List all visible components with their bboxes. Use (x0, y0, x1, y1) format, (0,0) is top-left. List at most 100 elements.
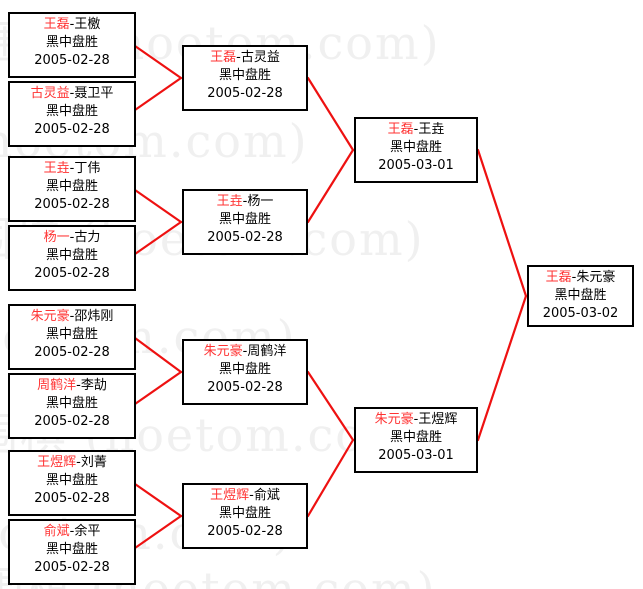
match-box[interactable]: 王煜辉-刘菁 黑中盘胜 2005-02-28 (8, 450, 136, 516)
loser-name: 邵炜刚 (74, 309, 114, 324)
match-players: 王磊-王檄 (10, 16, 134, 34)
winner-name: 俞斌 (43, 524, 70, 539)
match-date: 2005-03-02 (542, 306, 619, 321)
loser-name: 杨一 (247, 194, 274, 209)
match-box[interactable]: 王垚-丁伟 黑中盘胜 2005-02-28 (8, 156, 136, 222)
name-separator: - (69, 86, 75, 101)
match-box[interactable]: 朱元豪-周鹤洋 黑中盘胜 2005-02-28 (182, 339, 308, 405)
match-date: 2005-02-28 (34, 414, 110, 429)
match-date: 2005-03-01 (378, 158, 454, 173)
match-players: 朱元豪-邵炜刚 (10, 308, 134, 326)
match-date: 2005-03-01 (378, 448, 454, 463)
loser-name: 余平 (74, 524, 101, 539)
name-separator: - (69, 524, 75, 539)
match-result: 黑中盘胜 (45, 179, 98, 194)
match-result: 黑中盘胜 (45, 248, 98, 263)
winner-name: 周鹤洋 (37, 378, 77, 393)
winner-name: 杨一 (43, 230, 70, 245)
match-date: 2005-02-28 (34, 491, 110, 506)
match-date: 2005-02-28 (207, 380, 283, 395)
name-separator: - (69, 161, 75, 176)
match-box[interactable]: 古灵益-聂卫平 黑中盘胜 2005-02-28 (8, 81, 136, 147)
winner-name: 王磊 (387, 122, 414, 137)
connector (133, 188, 183, 224)
connector (476, 148, 528, 298)
connector (133, 220, 183, 256)
connector (133, 370, 183, 406)
loser-name: 李劼 (80, 378, 107, 393)
connector (306, 370, 355, 442)
loser-name: 王垚 (418, 122, 445, 137)
name-separator: - (69, 17, 75, 32)
connector (133, 336, 183, 374)
match-players: 王煜辉-俞斌 (184, 487, 306, 505)
match-result: 黑中盘胜 (218, 506, 271, 521)
winner-name: 朱元豪 (203, 344, 243, 359)
name-separator: - (413, 122, 419, 137)
name-separator: - (413, 412, 419, 427)
name-separator: - (571, 270, 577, 285)
match-result: 黑中盘胜 (218, 68, 271, 83)
match-players: 王垚-丁伟 (10, 160, 134, 178)
winner-name: 朱元豪 (374, 412, 414, 427)
match-box[interactable]: 王磊-王垚 黑中盘胜 2005-03-01 (354, 117, 478, 183)
match-players: 王磊-王垚 (356, 121, 476, 139)
match-date: 2005-02-28 (34, 122, 110, 137)
match-box[interactable]: 俞斌-余平 黑中盘胜 2005-02-28 (8, 519, 136, 585)
name-separator: - (69, 230, 75, 245)
name-separator: - (242, 344, 248, 359)
winner-name: 王磊 (210, 50, 237, 65)
connector (133, 44, 183, 80)
name-separator: - (76, 378, 81, 393)
name-separator: - (69, 309, 75, 324)
match-box[interactable]: 杨一-古力 黑中盘胜 2005-02-28 (8, 225, 136, 291)
match-result: 黑中盘胜 (218, 362, 271, 377)
match-players: 周鹤洋-李劼 (10, 377, 134, 395)
match-result: 黑中盘胜 (45, 542, 98, 557)
connector (306, 148, 355, 224)
loser-name: 丁伟 (74, 161, 101, 176)
match-date: 2005-02-28 (34, 560, 110, 575)
match-box[interactable]: 王磊-王檄 黑中盘胜 2005-02-28 (8, 12, 136, 78)
match-players: 朱元豪-王煜辉 (356, 411, 476, 429)
winner-name: 王垚 (43, 161, 70, 176)
match-date: 2005-02-28 (34, 197, 110, 212)
match-players: 杨一-古力 (10, 229, 134, 247)
loser-name: 周鹤洋 (247, 344, 287, 359)
match-result: 黑中盘胜 (45, 35, 98, 50)
match-players: 王煜辉-刘菁 (10, 454, 134, 472)
match-result: 黑中盘胜 (218, 212, 271, 227)
connector (133, 514, 183, 550)
match-date: 2005-02-28 (207, 86, 283, 101)
match-result: 黑中盘胜 (45, 473, 98, 488)
loser-name: 古力 (74, 230, 101, 245)
winner-name: 古灵益 (30, 86, 70, 101)
match-result: 黑中盘胜 (45, 104, 98, 119)
match-box[interactable]: 朱元豪-王煜辉 黑中盘胜 2005-03-01 (354, 407, 478, 473)
match-box-final[interactable]: 王磊-朱元豪 黑中盘胜 2005-03-02 (527, 265, 634, 327)
match-box[interactable]: 王磊-古灵益 黑中盘胜 2005-02-28 (182, 45, 308, 111)
match-players: 俞斌-余平 (10, 523, 134, 541)
match-result: 黑中盘胜 (389, 430, 442, 445)
connector (133, 76, 183, 112)
loser-name: 王煜辉 (418, 412, 458, 427)
match-date: 2005-02-28 (34, 53, 110, 68)
match-date: 2005-02-28 (34, 345, 110, 360)
match-date: 2005-02-28 (34, 266, 110, 281)
match-date: 2005-02-28 (207, 524, 283, 539)
match-box[interactable]: 周鹤洋-李劼 黑中盘胜 2005-02-28 (8, 373, 136, 439)
match-result: 黑中盘胜 (554, 288, 607, 303)
connector (306, 76, 355, 152)
connector (476, 294, 528, 442)
connector (133, 482, 183, 518)
name-separator: - (236, 50, 241, 65)
match-result: 黑中盘胜 (45, 396, 98, 411)
match-box[interactable]: 王垚-杨一 黑中盘胜 2005-02-28 (182, 189, 308, 255)
match-box[interactable]: 王煜辉-俞斌 黑中盘胜 2005-02-28 (182, 483, 308, 549)
match-result: 黑中盘胜 (45, 327, 98, 342)
name-separator: - (242, 194, 248, 209)
loser-name: 王檄 (74, 17, 101, 32)
match-date: 2005-02-28 (207, 230, 283, 245)
match-box[interactable]: 朱元豪-邵炜刚 黑中盘胜 2005-02-28 (8, 304, 136, 370)
